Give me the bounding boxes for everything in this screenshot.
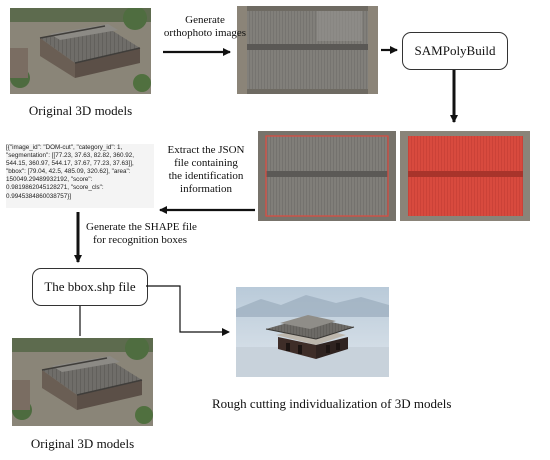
sampolybuild-label: SAMPolyBuild xyxy=(414,43,496,58)
sampolybuild-box: SAMPolyBuild xyxy=(402,32,508,70)
rough-cutting-caption: Rough cutting individualization of 3D mo… xyxy=(212,396,452,411)
json-output-text: [{"image_id": "DOM-cut", "category_id": … xyxy=(6,144,154,208)
generate-shape-label: Generate the SHAPE file for recognition … xyxy=(86,221,197,246)
original-3d-models-caption-top: Original 3D models xyxy=(28,103,133,118)
segmentation-result-image xyxy=(258,131,530,221)
original-3d-model-top-image xyxy=(10,8,151,94)
arrow-to-rough-cut xyxy=(146,285,230,336)
individualized-3d-model-image xyxy=(236,287,389,377)
original-3d-models-caption-bottom: Original 3D models xyxy=(30,436,135,451)
original-3d-model-bottom-image xyxy=(12,338,153,426)
generate-orthophoto-label: Generate orthophoto images xyxy=(163,14,247,39)
bbox-file-label: The bbox.shp file xyxy=(44,279,136,294)
orthophoto-image xyxy=(237,6,378,94)
bbox-shp-file-box: The bbox.shp file xyxy=(32,268,148,306)
extract-json-label: Extract the JSON file containing the ide… xyxy=(167,144,245,195)
